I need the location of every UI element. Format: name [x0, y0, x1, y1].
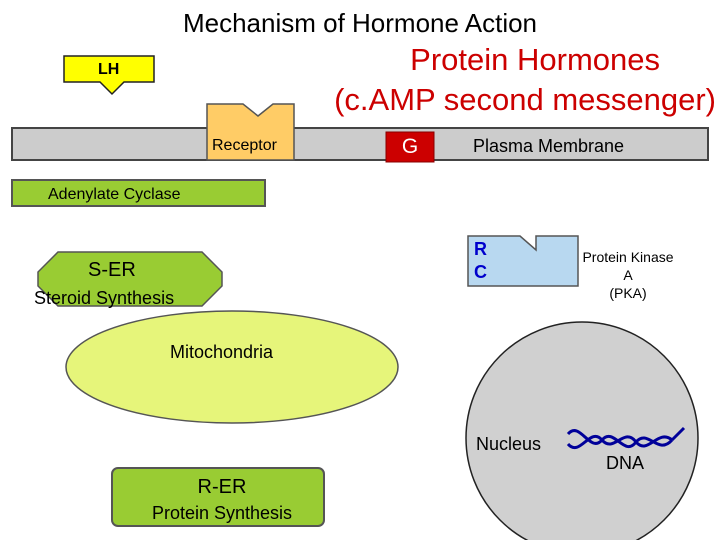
ser-label: S-ER	[88, 259, 136, 281]
pka-rc-complex	[467, 235, 579, 287]
nucleus	[465, 321, 699, 540]
nucleus-label: Nucleus	[476, 434, 542, 454]
lh-hormone	[63, 55, 155, 96]
dna-label: DNA	[606, 453, 645, 473]
smooth-er	[37, 251, 223, 307]
subtitle-line-1: Protein Hormones	[410, 42, 660, 77]
receptor-label: Receptor	[212, 137, 277, 154]
g-protein-label: G	[401, 135, 419, 158]
pka-label-line-1: Protein Kinase A	[582, 249, 674, 283]
protein-synthesis-label: Protein Synthesis	[151, 503, 293, 523]
lh-label: LH	[98, 61, 120, 78]
dna-helix	[566, 426, 686, 450]
adenylate-cyclase-label: Adenylate Cyclase	[48, 186, 181, 203]
adenylate-cyclase	[11, 179, 266, 207]
steroid-synthesis-label: Steroid Synthesis	[34, 288, 175, 308]
pka-label: Protein Kinase A (PKA)	[580, 248, 676, 302]
rer-label: R-ER	[197, 476, 247, 498]
mitochondria-label: Mitochondria	[170, 342, 274, 362]
plasma-membrane	[11, 127, 709, 161]
pka-r-label: R	[474, 239, 487, 259]
pka-c-label: C	[474, 262, 487, 282]
pka-label-line-2: (PKA)	[609, 285, 647, 301]
rough-er	[111, 467, 325, 527]
mitochondria	[65, 310, 399, 424]
plasma-membrane-label: Plasma Membrane	[473, 136, 625, 156]
receptor	[206, 103, 295, 161]
subtitle-line-2: (c.AMP second messenger)	[334, 82, 716, 117]
page-title: Mechanism of Hormone Action	[182, 8, 538, 38]
g-protein	[385, 131, 435, 163]
